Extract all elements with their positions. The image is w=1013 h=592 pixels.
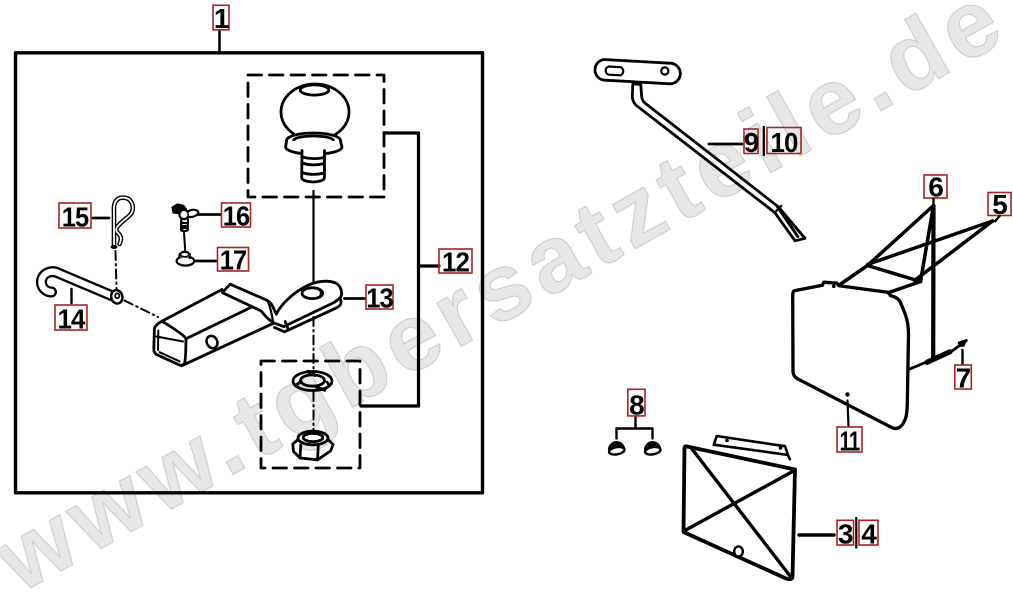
svg-text:17: 17: [220, 244, 247, 275]
svg-text:12: 12: [442, 246, 469, 277]
svg-text:4: 4: [861, 518, 877, 549]
svg-text:11: 11: [840, 425, 860, 456]
svg-text:8: 8: [629, 389, 644, 420]
svg-text:1: 1: [214, 3, 229, 34]
svg-text:15: 15: [62, 201, 89, 232]
svg-text:9: 9: [744, 127, 759, 158]
svg-text:10: 10: [771, 127, 798, 158]
svg-text:3: 3: [838, 518, 853, 549]
svg-text:6: 6: [928, 171, 943, 202]
svg-text:16: 16: [223, 200, 250, 231]
svg-text:14: 14: [58, 303, 86, 334]
svg-text:7: 7: [956, 362, 971, 393]
svg-text:5: 5: [992, 189, 1007, 220]
svg-text:13: 13: [366, 282, 393, 313]
